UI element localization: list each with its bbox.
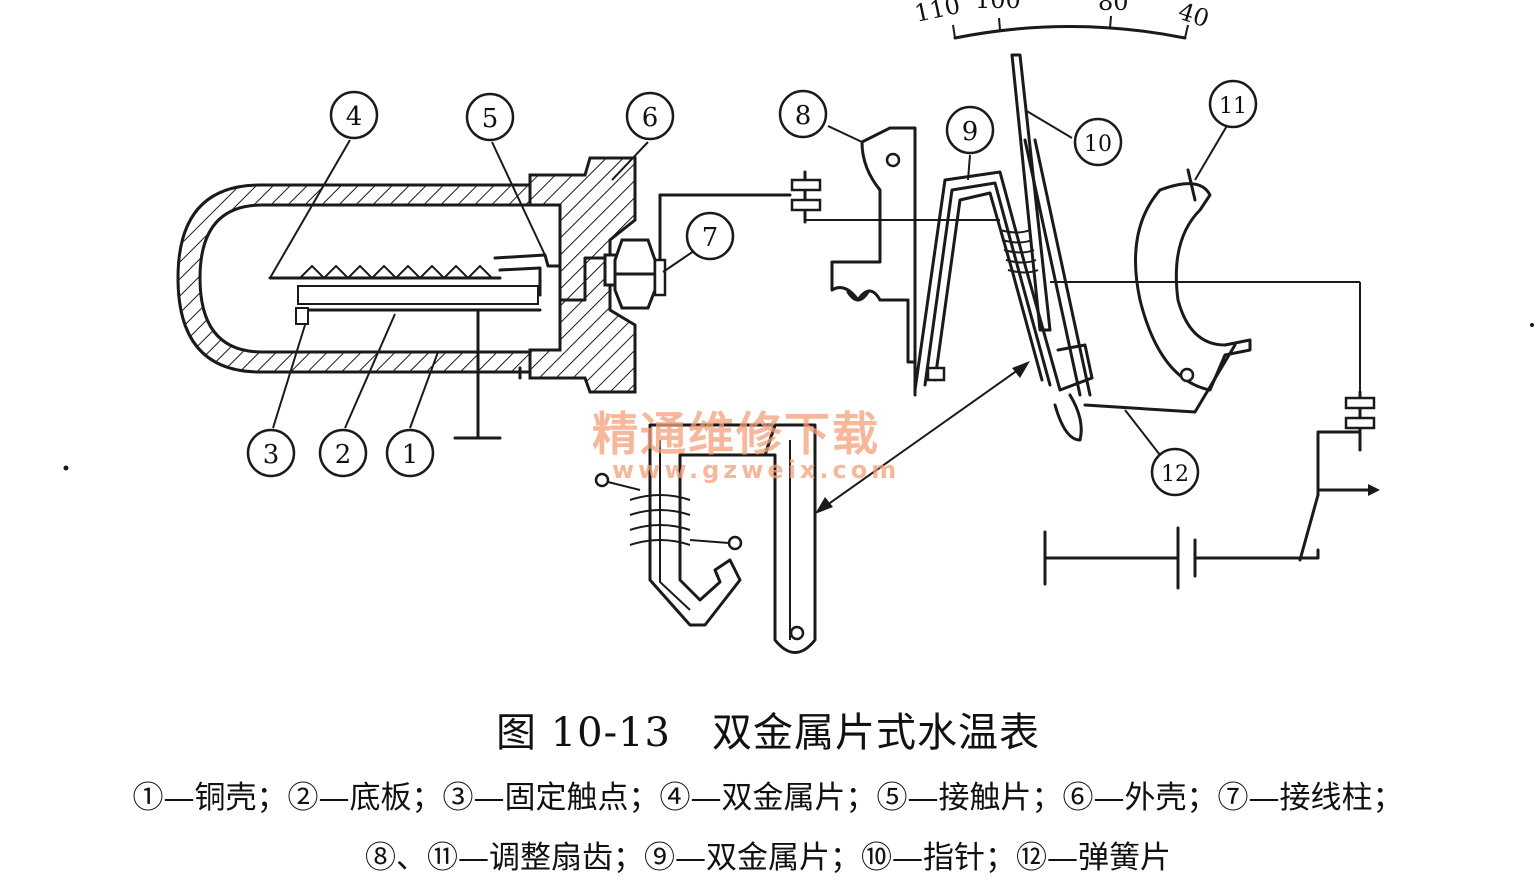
temperature-scale: 110 100 80 40 [912,0,1213,40]
heater-detail [594,423,817,654]
scale-tick-40: 40 [1175,0,1213,33]
callout-1: 1 [385,428,435,478]
svg-text:2: 2 [335,440,352,470]
pointer-needle [1010,53,1094,442]
spring-plate-12 [1083,343,1237,414]
circuit-wiring [1043,281,1380,590]
svg-text:6: 6 [642,103,659,133]
svg-text:4: 4 [346,102,363,132]
detail-arrow [815,361,1030,514]
terminal-post [603,193,792,310]
fixed-contact [295,307,309,325]
legend-line-2: ⑧、⑪—调整扇齿；⑨—双金属片；⑩—指针；⑫—弹簧片 [365,840,1171,876]
callout-8: 8 [778,89,828,139]
callout-4: 4 [329,90,379,140]
callout-12: 12 [1150,447,1200,497]
callout-9: 9 [945,105,995,155]
callout-2: 2 [318,428,368,478]
svg-text:9: 9 [962,117,979,147]
callout-leaders [269,109,1229,456]
svg-text:8: 8 [795,101,812,131]
watermark: 精通维修下载 www.gzweix.com [592,407,900,484]
svg-text:www.gzweix.com: www.gzweix.com [612,456,900,484]
svg-text:11: 11 [1219,94,1247,119]
adjusting-sector-11 [1134,168,1252,392]
callout-6: 6 [625,91,675,141]
base-plate [297,285,539,305]
adjusting-sector-8 [830,126,917,364]
legend-line-1: ①—铜壳；②—底板；③—固定触点；④—双金属片；⑤—接触片；⑥—外壳；⑦—接线柱… [132,780,1404,816]
callout-11: 11 [1208,79,1258,129]
connector-top [790,170,1000,224]
callout-10: 10 [1073,117,1123,167]
svg-text:7: 7 [702,223,719,253]
svg-text:12: 12 [1161,462,1189,487]
svg-text:1: 1 [402,440,419,470]
svg-text:精通维修下载: 精通维修下载 [592,407,880,461]
ignition-switch [1298,493,1320,562]
scale-tick-110: 110 [912,0,963,28]
outer-housing [518,156,637,394]
scale-tick-100: 100 [975,0,1021,14]
svg-text:5: 5 [482,104,499,134]
callout-3: 3 [246,428,296,478]
water-temperature-gauge-diagram: 110 100 80 40 [63,0,1534,654]
svg-text:3: 3 [263,440,280,470]
sensor-internals [268,253,614,440]
callout-7: 7 [685,211,735,261]
scale-tick-80: 80 [1098,0,1129,16]
figure-caption-title: 图 10-13 双金属片式水温表 [495,710,1041,756]
callout-5: 5 [465,92,515,142]
svg-text:10: 10 [1084,132,1112,157]
